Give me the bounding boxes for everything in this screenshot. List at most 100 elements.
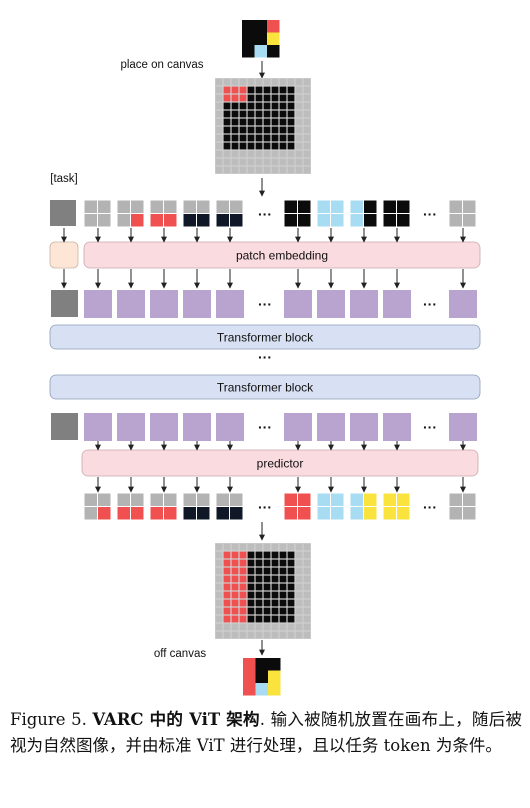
canvas-cell <box>255 78 263 86</box>
canvas-cell <box>223 158 231 166</box>
canvas-cell <box>215 126 223 134</box>
canvas-cell <box>271 623 279 631</box>
canvas-cell <box>295 623 303 631</box>
output-patch-row: ······ <box>84 493 476 520</box>
canvas-cell <box>279 166 287 174</box>
token <box>350 290 378 318</box>
canvas-cell <box>255 615 263 623</box>
canvas-cell <box>255 599 263 607</box>
token <box>183 413 211 441</box>
canvas-cell <box>231 126 239 134</box>
patch-cell <box>183 493 196 506</box>
canvas-cell <box>247 599 255 607</box>
canvas-cell <box>271 551 279 559</box>
canvas-cell <box>263 118 271 126</box>
token-row-2: ······ <box>51 413 477 441</box>
canvas-cell <box>303 623 311 631</box>
canvas-cell <box>295 551 303 559</box>
predictor-arrows <box>95 441 466 493</box>
patch-cell <box>284 200 297 213</box>
input-grid <box>242 20 280 58</box>
canvas-cell <box>223 110 231 118</box>
canvas-cell <box>231 567 239 575</box>
canvas-cell <box>239 591 247 599</box>
canvas-cell <box>239 78 247 86</box>
vertical-ellipsis: ··· <box>258 349 272 365</box>
canvas-cell <box>271 150 279 158</box>
canvas-cell <box>295 631 303 639</box>
predictor-box <box>81 449 479 477</box>
canvas-cell <box>263 631 271 639</box>
ellipsis: ··· <box>423 206 437 222</box>
canvas-cell <box>263 575 271 583</box>
canvas-cell <box>295 158 303 166</box>
canvas-cell <box>279 110 287 118</box>
canvas-cell <box>239 631 247 639</box>
patch-cell <box>164 507 177 520</box>
token <box>216 290 244 318</box>
canvas-cell <box>255 559 263 567</box>
grid-cell <box>243 683 256 696</box>
canvas-cell <box>231 615 239 623</box>
canvas-cell <box>303 615 311 623</box>
canvas-cell <box>239 607 247 615</box>
canvas-cell <box>303 575 311 583</box>
output-canvas <box>215 543 311 639</box>
canvas-cell <box>303 631 311 639</box>
canvas-cell <box>215 591 223 599</box>
canvas-cell <box>263 94 271 102</box>
canvas-cell <box>215 166 223 174</box>
canvas-background <box>215 78 311 174</box>
transformer-block-1 <box>49 324 481 350</box>
canvas-cell <box>263 615 271 623</box>
canvas-cell <box>247 559 255 567</box>
canvas-cell <box>231 583 239 591</box>
task-token <box>51 413 78 440</box>
canvas-cell <box>271 575 279 583</box>
canvas-cell <box>247 631 255 639</box>
patch-cell <box>317 493 330 506</box>
grid-cell <box>268 670 281 683</box>
canvas-cell <box>295 110 303 118</box>
canvas-cell <box>255 551 263 559</box>
patch-cell <box>449 493 462 506</box>
patch-cell <box>364 214 377 227</box>
ellipsis: ··· <box>423 296 437 312</box>
canvas-cell <box>255 86 263 94</box>
transformer-block-1-label: Transformer block <box>217 331 314 345</box>
patch-cell <box>331 493 344 506</box>
input-canvas <box>215 78 311 174</box>
canvas-cell <box>303 118 311 126</box>
patch-cell <box>364 493 377 506</box>
canvas-cell <box>247 110 255 118</box>
canvas-cell <box>239 150 247 158</box>
canvas-cell <box>303 591 311 599</box>
canvas-cell <box>223 559 231 567</box>
canvas-cell <box>263 142 271 150</box>
transformer-block-2-label: Transformer block <box>217 381 314 395</box>
caption-title: VARC 中的 ViT 架构 <box>92 710 260 729</box>
token <box>150 290 178 318</box>
canvas-cell <box>215 607 223 615</box>
canvas-cell <box>271 567 279 575</box>
patch-cell <box>284 493 297 506</box>
canvas-cell <box>271 142 279 150</box>
canvas-cell <box>215 142 223 150</box>
canvas-cell <box>295 607 303 615</box>
token <box>284 290 312 318</box>
canvas-cell <box>263 583 271 591</box>
canvas-cell <box>263 126 271 134</box>
canvas-cell <box>295 559 303 567</box>
canvas-cell <box>247 158 255 166</box>
canvas-cell <box>303 78 311 86</box>
canvas-cell <box>287 583 295 591</box>
canvas-cell <box>303 142 311 150</box>
canvas-cell <box>295 94 303 102</box>
patch-cell <box>298 214 311 227</box>
canvas-cell <box>239 142 247 150</box>
canvas-cell <box>287 166 295 174</box>
embedding-arrows <box>61 228 466 289</box>
token <box>383 290 411 318</box>
grid-cell <box>243 658 256 671</box>
patch-cell <box>284 214 297 227</box>
